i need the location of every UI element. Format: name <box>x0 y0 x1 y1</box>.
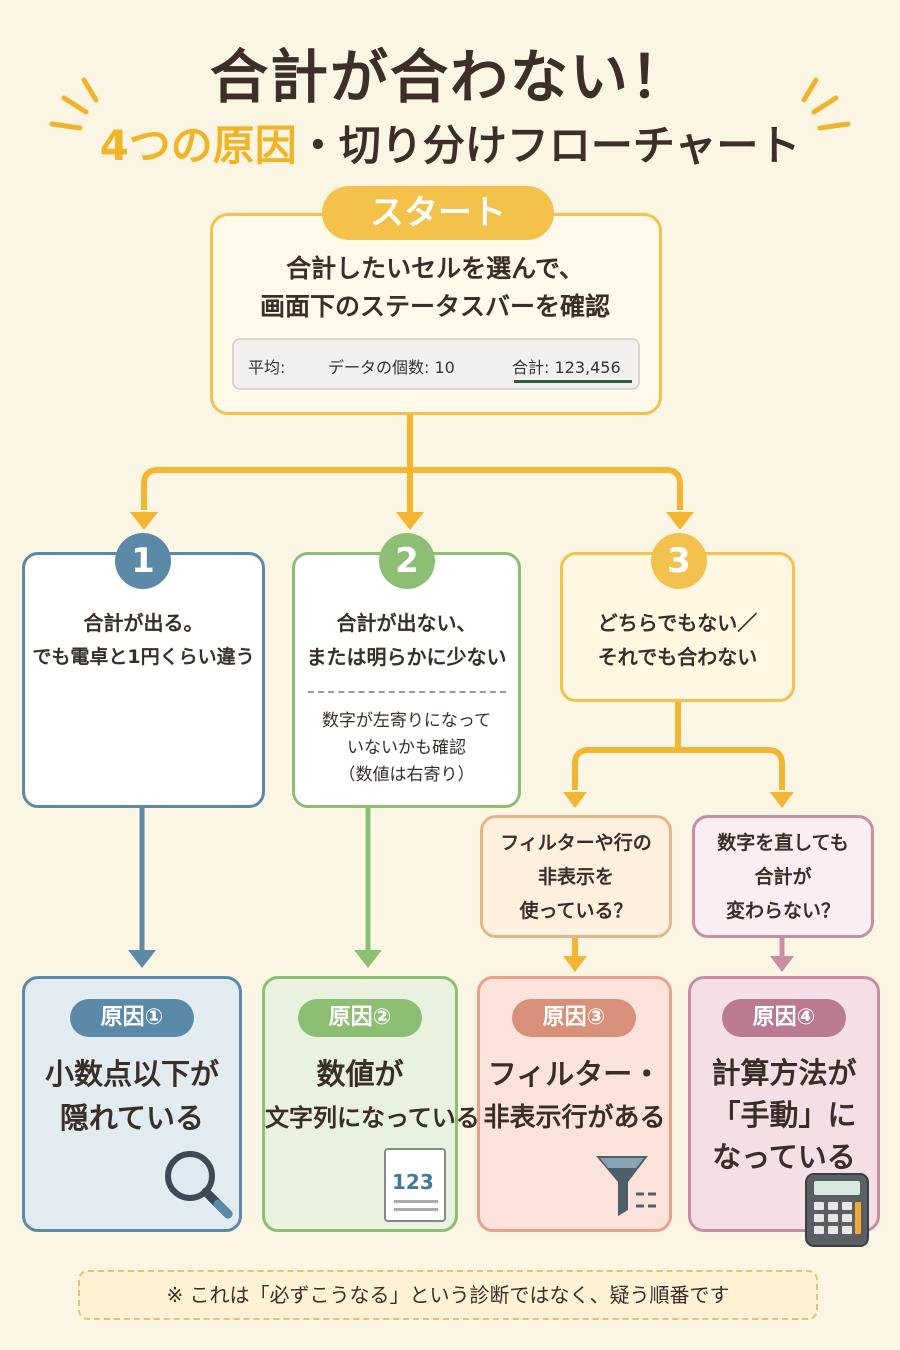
page-subtitle: 4つの原因・切り分けフローチャート <box>0 112 900 173</box>
branch-3-question: どちらでもない／ それでも合わない <box>563 606 792 674</box>
subtitle-rest: ・切り分けフローチャート <box>296 121 801 170</box>
branch-1-question: 合計が出る。 でも電卓と1円くらい違う <box>25 606 262 674</box>
start-instruction: 合計したいセルを選んで、 画面下のステータスバーを確認 <box>230 250 640 326</box>
status-sum: 合計: 123,456 <box>512 358 621 377</box>
cause-1-label: 原因① <box>70 999 194 1037</box>
branch-number-3: 3 <box>651 533 707 589</box>
start-text-line2: 画面下のステータスバーを確認 <box>259 292 610 321</box>
footer-note: ※ これは「必ずこうなる」という診断ではなく、疑う順番です <box>78 1270 818 1320</box>
branch-box-2 <box>292 552 521 808</box>
cause-4-label: 原因④ <box>722 999 846 1037</box>
subquestion-filter-line1: フィルターや行の <box>500 832 652 854</box>
cause-1-line2: 隠れている <box>59 1101 205 1135</box>
cause-2-label: 原因② <box>298 999 422 1037</box>
subquestion-manual-line2: 合計が <box>754 866 812 888</box>
start-text-line1: 合計したいセルを選んで、 <box>286 254 584 283</box>
cause-4-line1: 計算方法が <box>711 1056 857 1090</box>
subtitle-highlight: 4つの原因 <box>99 121 297 170</box>
magnifier-icon <box>165 1151 233 1219</box>
cause-3-line2: 非表示行がある <box>483 1103 666 1133</box>
calculator-icon <box>805 1173 869 1247</box>
branch-2-note-line2: いないかも確認 <box>347 738 466 758</box>
status-sum-underline <box>514 380 632 383</box>
status-count: データの個数: 10 <box>328 358 455 377</box>
cause-2-line1: 数値が <box>316 1057 404 1091</box>
funnel-icon <box>596 1156 656 1216</box>
cause-4-line2: 「手動」に <box>711 1098 857 1132</box>
subquestion-filter: フィルターや行の 非表示を 使っている？ <box>483 826 669 928</box>
branch-box-1 <box>22 552 265 808</box>
start-label: スタート <box>322 186 554 240</box>
sparkle-decoration <box>49 77 851 131</box>
document-123-icon: 123 <box>384 1148 446 1222</box>
cause-2-text: 数値が 文字列になっている <box>265 1052 480 1140</box>
subquestion-box-filter <box>480 815 672 938</box>
branch-2-line2: または明らかに少ない <box>306 645 507 669</box>
subquestion-filter-line3: 使っている？ <box>519 900 633 922</box>
branch-2-note-line3: （数値は右寄り） <box>338 765 475 785</box>
subquestion-manual-line1: 数字を直しても <box>717 832 849 854</box>
branch-2-divider <box>308 691 506 693</box>
cause-4-text: 計算方法が 「手動」に なっている <box>691 1052 877 1178</box>
branch-number-1: 1 <box>115 533 171 589</box>
status-bar-sample: 平均: データの個数: 10 合計: 123,456 <box>232 338 640 390</box>
cause-1-text: 小数点以下が 隠れている <box>25 1052 239 1140</box>
cause-3-label: 原因③ <box>512 999 636 1037</box>
cause-3-text: フィルター・ 非表示行がある <box>480 1052 669 1140</box>
branch-2-question: 合計が出ない、 または明らかに少ない <box>295 606 518 674</box>
subquestion-manual: 数字を直しても 合計が 変わらない？ <box>695 826 871 928</box>
subquestion-manual-line3: 変わらない？ <box>725 900 840 922</box>
branch-number-2: 2 <box>379 533 435 589</box>
subquestion-filter-line2: 非表示を <box>537 866 614 888</box>
branch-1-line2: でも電卓と1円くらい違う <box>32 646 255 668</box>
cause-4-line3: なっている <box>712 1140 856 1174</box>
cause-1-line1: 小数点以下が <box>44 1057 219 1091</box>
branch-2-note-line1: 数字が左寄りになって <box>321 711 492 731</box>
document-icon-text: 123 <box>392 1170 434 1194</box>
subquestion-box-manual <box>692 815 874 938</box>
branch-3-line1: どちらでもない／ <box>597 611 758 635</box>
cause-2-line2: 文字列になっている <box>265 1104 480 1132</box>
page-title: 合計が合わない！ <box>209 43 690 111</box>
branch-2-note: 数字が左寄りになって いないかも確認 （数値は右寄り） <box>295 708 518 789</box>
status-average: 平均: <box>248 358 286 377</box>
branch-1-line1: 合計が出る。 <box>83 611 204 635</box>
cause-3-line1: フィルター・ <box>487 1057 662 1091</box>
branch-2-line1: 合計が出ない、 <box>336 611 477 635</box>
branch-3-line2: それでも合わない <box>597 645 758 669</box>
